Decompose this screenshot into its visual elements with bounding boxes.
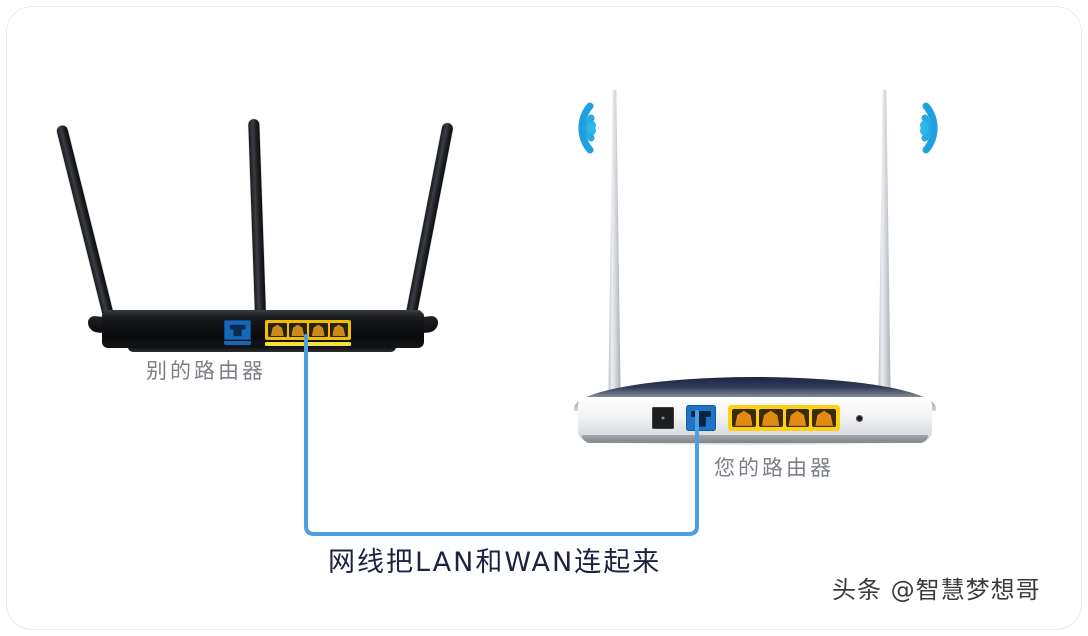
router-right-drop-shadow bbox=[594, 441, 916, 446]
router-right-power-jack[interactable] bbox=[652, 407, 674, 429]
router-left bbox=[55, 105, 454, 365]
router-left-wan-jack bbox=[229, 324, 246, 337]
wifi-signal-icon-left bbox=[578, 102, 596, 154]
router-right-label: 您的路由器 bbox=[714, 456, 834, 480]
router-left-lan-4[interactable] bbox=[329, 323, 348, 337]
router-left-top-edge bbox=[104, 310, 422, 317]
router-left-body bbox=[88, 308, 438, 353]
router-left-shell bbox=[102, 312, 424, 348]
router-left-bottom-edge bbox=[128, 346, 396, 352]
router-left-wan-port[interactable] bbox=[224, 320, 251, 345]
router-right-lan-1[interactable] bbox=[732, 409, 756, 427]
router-right-wan-jack bbox=[691, 410, 711, 427]
caption-text: 网线把LAN和WAN连起来 bbox=[328, 547, 662, 578]
watermark-text: 头条 @智慧梦想哥 bbox=[832, 576, 1041, 604]
router-left-lan-1[interactable] bbox=[268, 323, 287, 337]
router-right-body bbox=[560, 377, 950, 447]
antenna-right-2 bbox=[878, 90, 891, 420]
router-left-label: 别的路由器 bbox=[146, 359, 266, 383]
router-right-base-lip bbox=[582, 435, 928, 443]
router-right-lan-2[interactable] bbox=[758, 409, 783, 427]
router-left-lan-ports[interactable] bbox=[265, 320, 351, 340]
router-left-wan-strip bbox=[224, 341, 251, 345]
wifi-signal-icon-right bbox=[920, 102, 938, 154]
router-left-lan-3[interactable] bbox=[309, 323, 328, 337]
router-right bbox=[560, 82, 950, 446]
antenna-right-1 bbox=[608, 90, 621, 420]
router-left-lan-strip bbox=[265, 342, 351, 346]
router-right-lan-4[interactable] bbox=[812, 409, 836, 427]
router-left-lan-2[interactable] bbox=[288, 323, 307, 337]
router-right-lan-3[interactable] bbox=[785, 409, 810, 427]
router-right-wan-port[interactable] bbox=[686, 405, 716, 431]
router-right-reset-button[interactable] bbox=[856, 415, 863, 422]
router-right-lan-ports[interactable] bbox=[728, 405, 840, 431]
